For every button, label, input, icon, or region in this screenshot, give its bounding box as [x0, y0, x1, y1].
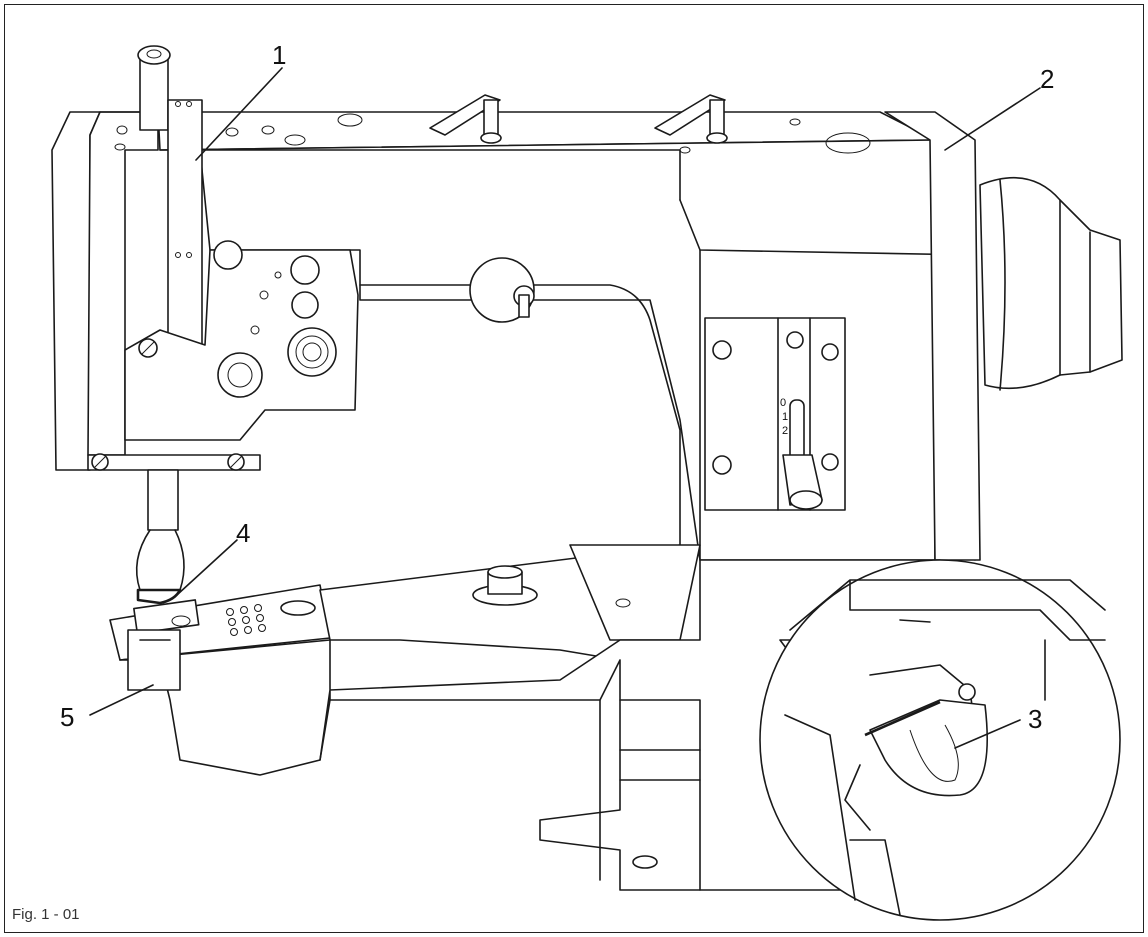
leader-2	[944, 87, 1041, 151]
bobbin-winder	[217, 352, 263, 398]
part-1-vertical-guard	[167, 99, 203, 345]
handwheel	[979, 177, 1123, 390]
callout-4: 4	[236, 518, 251, 548]
tension-dial	[287, 327, 337, 377]
callout-5: 5	[60, 702, 75, 732]
stitch-regulator-window	[469, 257, 535, 323]
leader-1	[195, 67, 283, 161]
thread-guide-left	[429, 94, 501, 136]
top-screw	[139, 54, 169, 131]
thread-guide-right	[654, 94, 726, 136]
part-4-needle-guard	[136, 588, 182, 605]
scale-mark-1: 1	[782, 411, 789, 423]
leader-3	[954, 719, 1021, 749]
part-5-bobbin-cover	[127, 629, 181, 691]
feed-dog-holes	[226, 604, 266, 636]
scale-mark-0: 0	[780, 397, 787, 409]
needle-bar	[147, 469, 179, 531]
leader-5	[89, 684, 154, 716]
callout-2: 2	[1040, 64, 1055, 94]
figure-caption: Fig. 1 - 01	[12, 906, 80, 923]
bearing-plate	[884, 111, 981, 561]
scale-mark-2: 2	[782, 425, 789, 437]
callout-3: 3	[1028, 704, 1043, 734]
callout-1: 1	[272, 40, 287, 70]
leader-4	[177, 539, 238, 595]
stitch-length-lever[interactable]	[789, 399, 805, 461]
